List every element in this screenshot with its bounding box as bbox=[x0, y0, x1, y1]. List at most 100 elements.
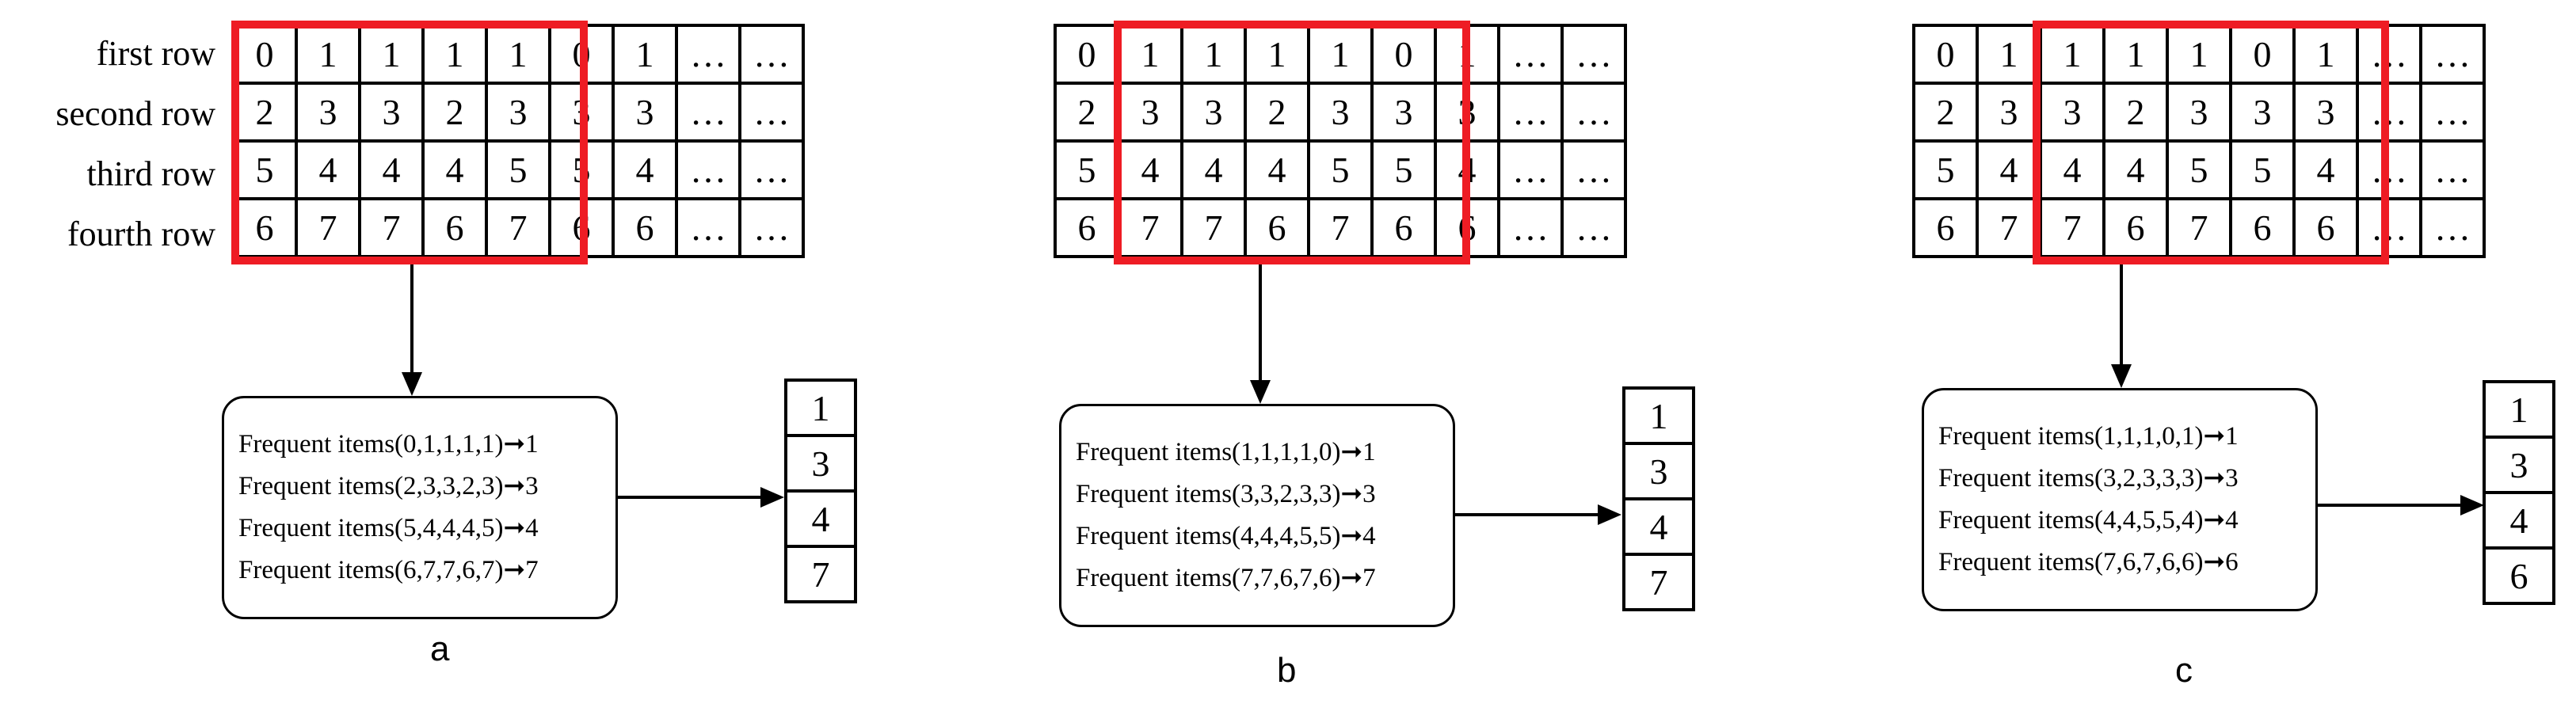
grid-cell: … bbox=[738, 24, 805, 85]
grid-cell: 6 bbox=[231, 197, 298, 258]
grid-row: 2 3 3 2 3 3 3 … … bbox=[1054, 82, 1627, 143]
grid-cell: 3 bbox=[1370, 82, 1437, 143]
grid-cell: 4 bbox=[2292, 139, 2359, 200]
grid-cell: 0 bbox=[1912, 24, 1979, 85]
result-cell: 4 bbox=[1622, 497, 1695, 556]
arrow-right-icon bbox=[2460, 495, 2484, 515]
arrow-right-line bbox=[618, 496, 760, 499]
grid-cell: 7 bbox=[2039, 197, 2105, 258]
grid-cell: 1 bbox=[1180, 24, 1247, 85]
grid-cell: 2 bbox=[1244, 82, 1310, 143]
grid-cell: 4 bbox=[358, 139, 425, 200]
sliding-window-highlight bbox=[2033, 21, 2389, 264]
grid-cell: 7 bbox=[1117, 197, 1183, 258]
result-cell: 4 bbox=[2483, 491, 2555, 550]
grid-cell: 4 bbox=[1244, 139, 1310, 200]
grid-cell: 7 bbox=[485, 197, 551, 258]
grid-cell: 6 bbox=[1912, 197, 1979, 258]
result-cell: 1 bbox=[784, 379, 857, 437]
grid-cell: 7 bbox=[295, 197, 361, 258]
grid-cell: 7 bbox=[1976, 197, 2042, 258]
grid-cell: … bbox=[1560, 82, 1627, 143]
grid-cell: … bbox=[675, 82, 741, 143]
row-label-first: first row bbox=[96, 34, 215, 73]
grid-cell: 4 bbox=[1976, 139, 2042, 200]
frequent-items-line: Frequent items(7,6,7,6,6)➞6 bbox=[1938, 548, 2239, 576]
grid-cell: 5 bbox=[2166, 139, 2232, 200]
panel-c: 0 1 1 1 1 0 1 … … 2 3 3 2 3 3 3 … … 5 4 … bbox=[1717, 0, 2576, 719]
sliding-window-highlight bbox=[1114, 21, 1470, 264]
grid-cell: 7 bbox=[2166, 197, 2232, 258]
result-cell: 4 bbox=[784, 489, 857, 548]
grid-row: 2 3 3 2 3 3 3 … … bbox=[1912, 82, 2486, 143]
grid-cell: 2 bbox=[231, 82, 298, 143]
grid-cell: … bbox=[1497, 82, 1564, 143]
grid-cell: 7 bbox=[1307, 197, 1374, 258]
grid-cell: … bbox=[738, 82, 805, 143]
row-label-third: third row bbox=[86, 154, 215, 193]
grid-cell: 6 bbox=[2102, 197, 2169, 258]
grid-cell: 1 bbox=[2166, 24, 2232, 85]
data-grid: 0 1 1 1 1 0 1 … … 2 3 3 2 3 3 3 … … 5 4 … bbox=[231, 24, 805, 258]
grid-cell: … bbox=[2356, 82, 2422, 143]
grid-cell: 1 bbox=[1244, 24, 1310, 85]
arrow-down-line bbox=[410, 264, 413, 374]
result-cell: 3 bbox=[784, 434, 857, 493]
grid-cell: … bbox=[675, 24, 741, 85]
result-cell: 3 bbox=[1622, 442, 1695, 500]
grid-cell: 5 bbox=[2229, 139, 2296, 200]
grid-cell: 1 bbox=[1976, 24, 2042, 85]
row-label-second: second row bbox=[55, 94, 215, 133]
result-cell: 7 bbox=[784, 545, 857, 603]
grid-cell: … bbox=[675, 139, 741, 200]
grid-row: 5 4 4 4 5 5 4 … … bbox=[231, 139, 805, 200]
arrow-down-line bbox=[1259, 264, 1262, 382]
grid-cell: 6 bbox=[1244, 197, 1310, 258]
grid-row: 6 7 7 6 7 6 6 … … bbox=[1054, 197, 1627, 258]
grid-cell: 3 bbox=[2166, 82, 2232, 143]
frequent-items-box: Frequent items(1,1,1,1,0)➞1 Frequent ite… bbox=[1059, 404, 1455, 627]
frequent-items-line: Frequent items(6,7,7,6,7)➞7 bbox=[238, 556, 539, 584]
grid-cell: 0 bbox=[1054, 24, 1120, 85]
grid-cell: 1 bbox=[1307, 24, 1374, 85]
grid-cell: 6 bbox=[612, 197, 678, 258]
arrow-down-icon bbox=[2111, 364, 2132, 388]
frequent-items-box: Frequent items(1,1,1,0,1)➞1 Frequent ite… bbox=[1922, 388, 2318, 611]
grid-cell: 5 bbox=[1912, 139, 1979, 200]
grid-cell: … bbox=[1560, 139, 1627, 200]
grid-cell: 6 bbox=[1370, 197, 1437, 258]
frequent-items-line: Frequent items(7,7,6,7,6)➞7 bbox=[1076, 564, 1376, 592]
grid-cell: … bbox=[1497, 197, 1564, 258]
panel-a: 0 1 1 1 1 0 1 … … 2 3 3 2 3 3 3 … … 5 4 … bbox=[0, 0, 859, 719]
arrow-right-icon bbox=[1598, 504, 1621, 525]
frequent-items-line: Frequent items(5,4,4,4,5)➞4 bbox=[238, 514, 539, 542]
grid-cell: 3 bbox=[485, 82, 551, 143]
grid-cell: … bbox=[675, 197, 741, 258]
result-column: 1 3 4 6 bbox=[2483, 380, 2555, 605]
arrow-right-line bbox=[1455, 513, 1598, 516]
frequent-items-box: Frequent items(0,1,1,1,1)➞1 Frequent ite… bbox=[222, 396, 618, 619]
grid-cell: 5 bbox=[485, 139, 551, 200]
frequent-items-line: Frequent items(1,1,1,0,1)➞1 bbox=[1938, 422, 2239, 451]
grid-cell: 1 bbox=[485, 24, 551, 85]
grid-cell: 2 bbox=[421, 82, 488, 143]
grid-cell: 4 bbox=[1180, 139, 1247, 200]
grid-cell: … bbox=[2419, 139, 2486, 200]
frequent-items-line: Frequent items(3,3,2,3,3)➞3 bbox=[1076, 480, 1376, 508]
grid-cell: 0 bbox=[2229, 24, 2296, 85]
grid-cell: 1 bbox=[358, 24, 425, 85]
result-cell: 1 bbox=[2483, 380, 2555, 439]
grid-cell: 3 bbox=[612, 82, 678, 143]
grid-cell: 3 bbox=[358, 82, 425, 143]
grid-row: 6 7 7 6 7 6 6 … … bbox=[1912, 197, 2486, 258]
grid-cell: 3 bbox=[1117, 82, 1183, 143]
grid-cell: … bbox=[1497, 139, 1564, 200]
grid-cell: 1 bbox=[2292, 24, 2359, 85]
grid-cell: 4 bbox=[612, 139, 678, 200]
grid-row: 0 1 1 1 1 0 1 … … bbox=[1912, 24, 2486, 85]
result-cell: 6 bbox=[2483, 546, 2555, 605]
grid-cell: 3 bbox=[1976, 82, 2042, 143]
grid-cell: 5 bbox=[1370, 139, 1437, 200]
frequent-items-line: Frequent items(1,1,1,1,0)➞1 bbox=[1076, 438, 1376, 466]
grid-cell: 4 bbox=[421, 139, 488, 200]
